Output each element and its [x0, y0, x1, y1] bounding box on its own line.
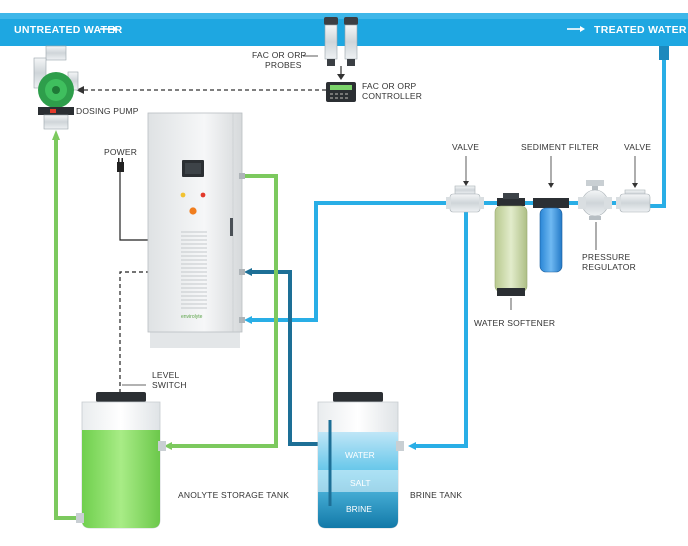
dosing-pump-label: DOSING PUMP — [76, 106, 139, 116]
water-softener — [494, 193, 528, 296]
valve-left-label: VALVE — [452, 142, 479, 152]
anolyte-output-pipe — [170, 174, 278, 448]
dosing-pump — [33, 45, 79, 130]
generator-cabinet: envirolyte — [147, 112, 245, 348]
anolyte-storage-tank — [76, 392, 166, 529]
brine-brine-label: BRINE — [346, 504, 372, 514]
level-switch-label: LEVEL — [152, 370, 180, 380]
sediment-filter — [533, 198, 569, 273]
pressure-regulator-label: PRESSURE — [582, 252, 630, 262]
pressure-regulator — [578, 180, 612, 220]
valve-right-label: VALVE — [624, 142, 651, 152]
valve-right — [616, 189, 651, 213]
treated-water-label: TREATED WATER — [594, 24, 687, 36]
anolyte-tank-label: ANOLYTE STORAGE TANK — [178, 490, 289, 500]
power-cable — [119, 172, 150, 241]
water-softener-label: WATER SOFTENER — [474, 318, 555, 328]
brine-tank-label: BRINE TANK — [410, 490, 462, 500]
pressure-regulator-label-2: REGULATOR — [582, 262, 636, 272]
valve-left — [446, 185, 484, 213]
untreated-water-label: UNTREATED WATER — [14, 24, 123, 36]
brine-water-label: WATER — [345, 450, 375, 460]
arrow-right-icon — [567, 26, 585, 32]
generator-logo: envirolyte — [181, 314, 203, 320]
brine-feed-pipe — [414, 210, 468, 448]
treated-water-pipe — [650, 46, 666, 208]
brine-salt-label: SALT — [350, 478, 371, 488]
level-switch-line — [119, 271, 150, 392]
power-label: POWER — [104, 147, 137, 157]
power-plug-icon — [117, 158, 124, 172]
fac-controller — [326, 82, 356, 102]
anolyte-suction-pipe — [54, 136, 80, 520]
fac-controller-label: FAC OR ORP — [362, 81, 417, 91]
fac-probes-label-2: PROBES — [265, 60, 302, 70]
ventilation-grill — [181, 231, 207, 309]
fac-probes-label: FAC OR ORP — [252, 50, 307, 60]
brine-tank — [317, 392, 404, 529]
level-switch-label-2: SWITCH — [152, 380, 187, 390]
sediment-filter-label: SEDIMENT FILTER — [521, 142, 599, 152]
fac-probes — [324, 17, 358, 66]
fac-controller-label-2: CONTROLLER — [362, 91, 422, 101]
arrow-right-icon — [100, 26, 118, 32]
